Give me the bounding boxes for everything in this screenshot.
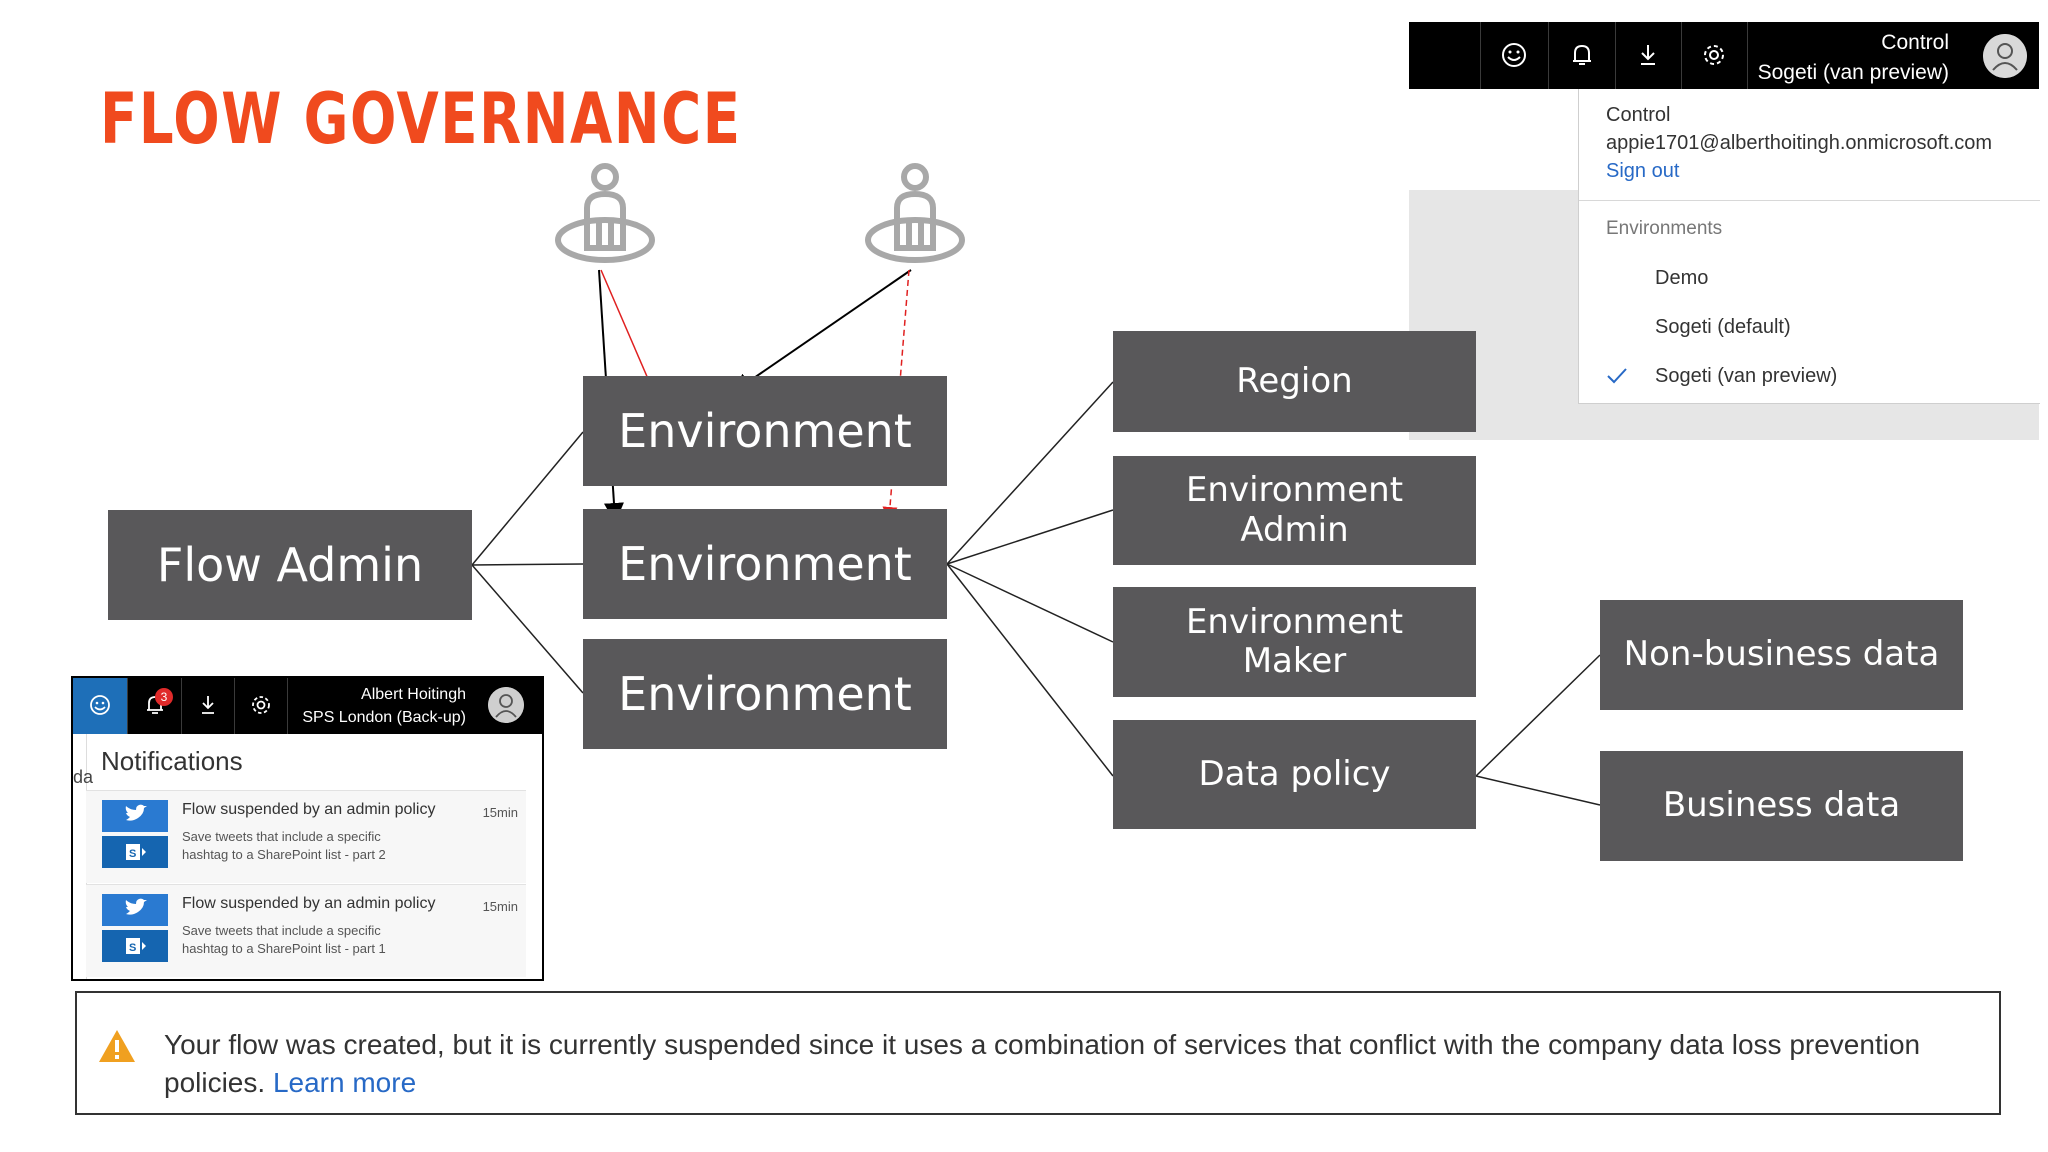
background-text-stub: da bbox=[73, 767, 94, 787]
download-icon[interactable] bbox=[195, 692, 221, 718]
svg-text:S: S bbox=[129, 942, 136, 954]
line-env2-envmaker bbox=[946, 563, 1114, 643]
account-topbar: Control Sogeti (van preview) bbox=[1409, 22, 2039, 89]
environment-option-demo[interactable]: Demo bbox=[1655, 267, 1709, 289]
notification-description: Save tweets that include a specific hash… bbox=[182, 922, 422, 958]
gear-icon[interactable] bbox=[1699, 40, 1729, 70]
line-admin-env3 bbox=[471, 564, 584, 694]
notification-time: 15min bbox=[482, 899, 518, 914]
separator bbox=[181, 678, 182, 734]
warning-message: Your flow was created, but it is current… bbox=[164, 1026, 1984, 1102]
sharepoint-icon: S bbox=[102, 930, 168, 962]
sign-out-link[interactable]: Sign out bbox=[1606, 160, 1680, 182]
notifications-title: Notifications bbox=[101, 746, 243, 776]
topbar-environment: Sogeti (van preview) bbox=[1757, 61, 1949, 84]
notification-item[interactable]: S Flow suspended by an admin policy 15mi… bbox=[86, 790, 526, 883]
person-icon bbox=[865, 163, 965, 263]
download-icon[interactable] bbox=[1633, 40, 1663, 70]
svg-text:S: S bbox=[129, 848, 136, 860]
dropdown-user-name: Control bbox=[1606, 104, 1671, 126]
region-box: Region bbox=[1113, 331, 1476, 432]
notif-environment: SPS London (Back-up) bbox=[302, 709, 466, 726]
separator bbox=[1681, 22, 1682, 89]
notification-description-line: hashtag to a SharePoint list - part 2 bbox=[182, 847, 386, 862]
checkmark-icon bbox=[1607, 368, 1627, 384]
environments-label: Environments bbox=[1606, 218, 1723, 239]
avatar-icon[interactable] bbox=[1983, 34, 2027, 78]
line-datapolicy-nonbusiness bbox=[1475, 654, 1601, 777]
environment-box-1: Environment bbox=[583, 376, 947, 486]
environment-box-3: Environment bbox=[583, 639, 947, 749]
account-button[interactable]: Albert Hoitingh SPS London (Back-up) bbox=[302, 683, 466, 729]
arrow-person2-env1 bbox=[731, 269, 912, 394]
gear-icon[interactable] bbox=[248, 692, 274, 718]
notification-description-line: Save tweets that include a specific bbox=[182, 923, 381, 938]
bell-icon[interactable] bbox=[1567, 40, 1597, 70]
person-icon bbox=[555, 163, 655, 263]
notif-user-name: Albert Hoitingh bbox=[361, 686, 466, 703]
environment-admin-box: Environment Admin bbox=[1113, 456, 1476, 565]
notifications-panel: 3 Albert Hoitingh SPS London (Back-up) d… bbox=[71, 676, 544, 981]
smiley-icon[interactable] bbox=[87, 692, 113, 718]
divider bbox=[1579, 200, 2040, 201]
separator bbox=[1615, 22, 1616, 89]
account-dropdown: Control appie1701@alberthoitingh.onmicro… bbox=[1578, 89, 2040, 404]
line-env2-datapolicy bbox=[946, 563, 1114, 777]
non-business-data-box: Non-business data bbox=[1600, 600, 1963, 710]
separator bbox=[1548, 22, 1549, 89]
arrow-person1-env1 bbox=[600, 269, 658, 398]
warning-banner: Your flow was created, but it is current… bbox=[75, 991, 2001, 1115]
flow-admin-box: Flow Admin bbox=[108, 510, 472, 620]
separator bbox=[127, 678, 128, 734]
sharepoint-icon: S bbox=[102, 836, 168, 868]
line-env2-region bbox=[946, 381, 1114, 565]
notification-description-line: hashtag to a SharePoint list - part 1 bbox=[182, 941, 386, 956]
notification-description: Save tweets that include a specific hash… bbox=[182, 828, 422, 864]
separator bbox=[1747, 22, 1748, 89]
topbar-user-name: Control bbox=[1881, 31, 1949, 54]
environment-option-sogeti-van-preview[interactable]: Sogeti (van preview) bbox=[1655, 365, 1838, 387]
notification-time: 15min bbox=[482, 805, 518, 820]
twitter-icon bbox=[102, 800, 168, 832]
dropdown-user-email: appie1701@alberthoitingh.onmicrosoft.com bbox=[1606, 132, 1993, 154]
separator bbox=[1480, 22, 1481, 89]
notification-heading: Flow suspended by an admin policy bbox=[182, 895, 436, 912]
page-title: FLOW GOVERNANCE bbox=[100, 78, 742, 160]
learn-more-link[interactable]: Learn more bbox=[272, 1067, 417, 1098]
separator bbox=[287, 678, 288, 734]
smiley-icon[interactable] bbox=[1499, 40, 1529, 70]
separator bbox=[234, 678, 235, 734]
notification-description-line: Save tweets that include a specific bbox=[182, 829, 381, 844]
warning-text: Your flow was created, but it is current… bbox=[164, 1029, 1921, 1098]
business-data-box: Business data bbox=[1600, 751, 1963, 861]
line-env2-envadmin bbox=[946, 509, 1114, 565]
active-tab-highlight bbox=[73, 678, 127, 734]
notification-item[interactable]: S Flow suspended by an admin policy 15mi… bbox=[86, 884, 526, 977]
line-datapolicy-business bbox=[1475, 775, 1601, 806]
twitter-icon bbox=[102, 894, 168, 926]
data-policy-box: Data policy bbox=[1113, 720, 1476, 829]
avatar-icon[interactable] bbox=[488, 687, 524, 723]
line-admin-env1 bbox=[471, 431, 584, 566]
environment-box-2: Environment bbox=[583, 509, 947, 619]
account-button[interactable]: Control Sogeti (van preview) bbox=[1758, 28, 1949, 88]
line-admin-env2 bbox=[471, 563, 584, 566]
notification-heading: Flow suspended by an admin policy bbox=[182, 801, 436, 818]
warning-icon bbox=[99, 1030, 135, 1062]
notifications-topbar: 3 Albert Hoitingh SPS London (Back-up) bbox=[73, 678, 542, 734]
notification-badge: 3 bbox=[155, 688, 173, 706]
environment-option-sogeti-default[interactable]: Sogeti (default) bbox=[1655, 316, 1791, 338]
environment-maker-box: Environment Maker bbox=[1113, 587, 1476, 697]
